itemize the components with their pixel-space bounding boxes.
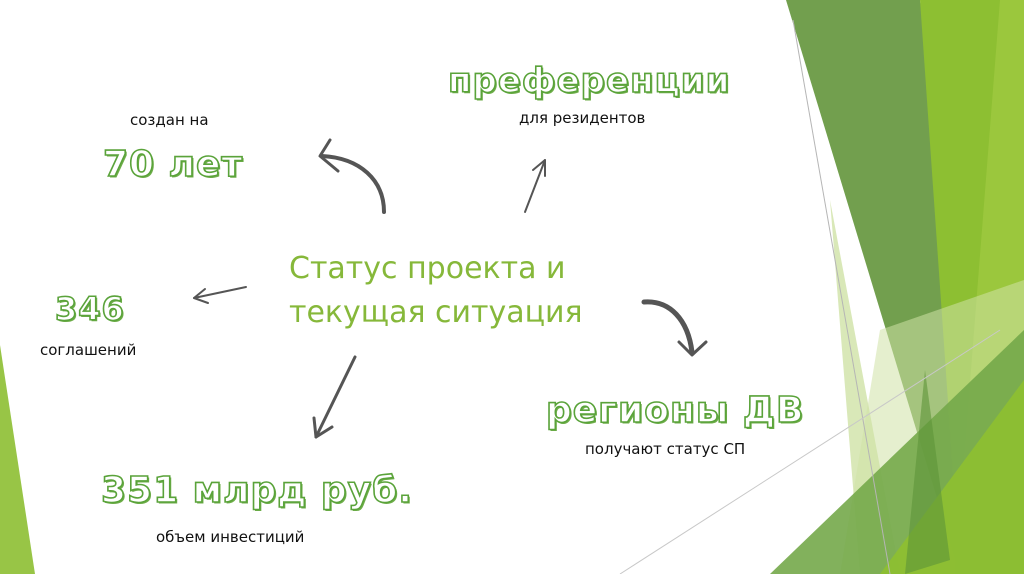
- curved-up-left-arrow: [318, 138, 386, 214]
- investments-value: 351 млрд руб.: [100, 470, 413, 511]
- preferences-caption: для резидентов: [519, 109, 646, 127]
- regions-value: регионы ДВ: [545, 390, 805, 431]
- years-value: 70 лет: [102, 144, 244, 185]
- agreements-value: 346: [54, 290, 125, 328]
- investments-caption: объем инвестиций: [156, 528, 305, 546]
- down-left-arrow: [312, 355, 357, 439]
- slide-title: Статус проекта и текущая ситуация: [289, 247, 583, 335]
- preferences-value: преференции: [447, 61, 731, 101]
- years-caption: создан на: [130, 111, 209, 129]
- slide-title-line-1: Статус проекта и: [289, 251, 566, 286]
- slide-title-line-2: текущая ситуация: [289, 295, 583, 330]
- agreements-caption: соглашений: [40, 341, 137, 359]
- regions-caption: получают статус СП: [585, 440, 746, 458]
- up-right-arrow: [524, 159, 546, 213]
- left-arrow: [193, 286, 247, 304]
- curved-down-right-arrow: [641, 299, 708, 357]
